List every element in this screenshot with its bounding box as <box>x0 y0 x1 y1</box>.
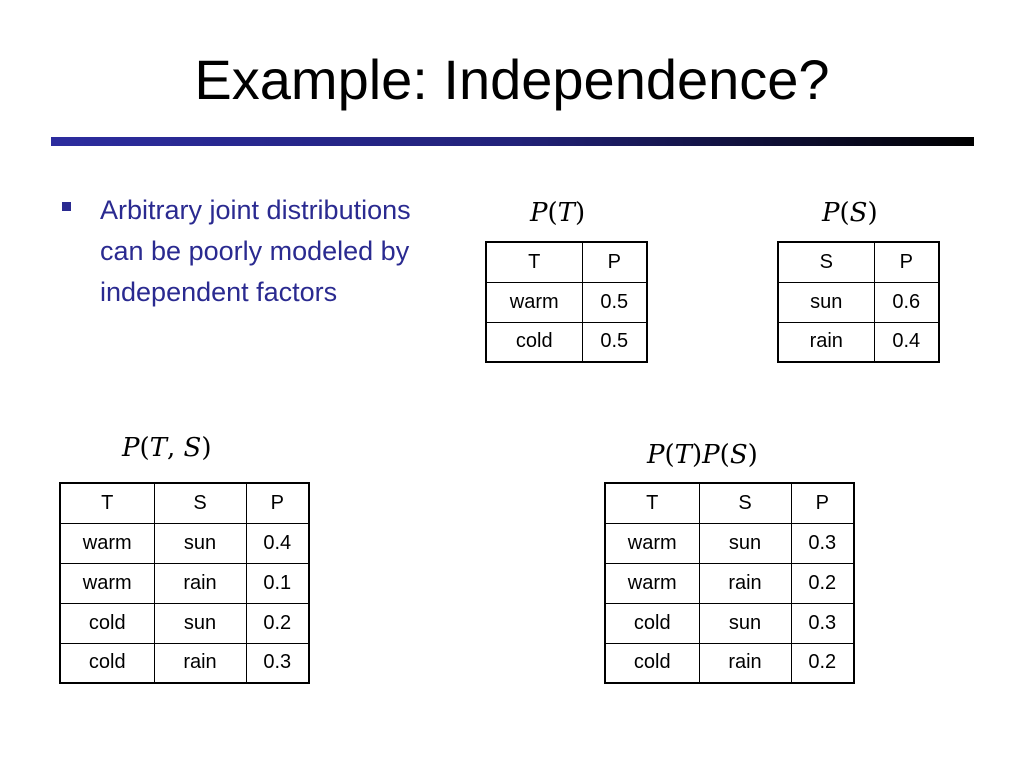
table-cell: cold <box>604 602 700 644</box>
table-cell: 0.2 <box>790 642 855 684</box>
column-header: T <box>485 241 583 283</box>
label-p-s: P(S) <box>822 198 878 228</box>
table-cell: 0.4 <box>245 522 310 564</box>
label-p-t-p-s: P(T)P(S) <box>647 440 758 470</box>
table-row: warm 0.5 <box>485 281 648 323</box>
table-cell: warm <box>604 562 700 604</box>
column-header: S <box>698 482 792 524</box>
table-row: warm sun 0.3 <box>604 522 855 564</box>
table-row: warm rain 0.2 <box>604 562 855 604</box>
table-cell: 0.3 <box>790 602 855 644</box>
column-header: P <box>790 482 855 524</box>
column-header: T <box>604 482 700 524</box>
square-bullet-icon <box>62 202 71 211</box>
table-row: warm rain 0.1 <box>59 562 310 604</box>
table-cell: cold <box>604 642 700 684</box>
column-header: T <box>59 482 155 524</box>
table-cell: cold <box>59 602 155 644</box>
table-cell: warm <box>604 522 700 564</box>
table-cell: cold <box>485 321 583 363</box>
table-cell: rain <box>153 642 247 684</box>
table-row: cold rain 0.2 <box>604 642 855 684</box>
table-cell: warm <box>59 522 155 564</box>
table-cell: 0.5 <box>581 281 648 323</box>
bullet-point: Arbitrary joint distributions can be poo… <box>62 190 422 313</box>
column-header: P <box>873 241 940 283</box>
label-p-t-s: P(T, S) <box>122 433 212 463</box>
table-cell: 0.2 <box>790 562 855 604</box>
table-row: rain 0.4 <box>777 321 940 363</box>
table-cell: cold <box>59 642 155 684</box>
table-row: cold sun 0.2 <box>59 602 310 644</box>
label-p-t: P(T) <box>530 198 586 228</box>
table-p-t-s: T S P warm sun 0.4 warm rain 0.1 cold su… <box>59 482 310 684</box>
table-header-row: T P <box>485 241 648 283</box>
table-cell: rain <box>698 562 792 604</box>
table-cell: 0.5 <box>581 321 648 363</box>
column-header: P <box>581 241 648 283</box>
table-cell: 0.3 <box>790 522 855 564</box>
table-row: cold rain 0.3 <box>59 642 310 684</box>
table-cell: 0.2 <box>245 602 310 644</box>
title-divider <box>51 137 974 146</box>
column-header: P <box>245 482 310 524</box>
table-p-t: T P warm 0.5 cold 0.5 <box>485 241 648 363</box>
table-cell: 0.1 <box>245 562 310 604</box>
table-cell: 0.3 <box>245 642 310 684</box>
table-cell: rain <box>777 321 875 363</box>
table-cell: sun <box>698 602 792 644</box>
column-header: S <box>153 482 247 524</box>
table-cell: sun <box>698 522 792 564</box>
slide-title: Example: Independence? <box>194 48 830 111</box>
table-cell: rain <box>698 642 792 684</box>
bullet-text: Arbitrary joint distributions can be poo… <box>100 195 411 307</box>
table-cell: 0.4 <box>873 321 940 363</box>
table-p-s: S P sun 0.6 rain 0.4 <box>777 241 940 363</box>
table-row: cold 0.5 <box>485 321 648 363</box>
table-header-row: T S P <box>59 482 310 524</box>
table-cell: sun <box>777 281 875 323</box>
table-cell: sun <box>153 602 247 644</box>
table-row: cold sun 0.3 <box>604 602 855 644</box>
table-row: sun 0.6 <box>777 281 940 323</box>
table-p-t-p-s: T S P warm sun 0.3 warm rain 0.2 cold su… <box>604 482 855 684</box>
table-cell: rain <box>153 562 247 604</box>
table-row: warm sun 0.4 <box>59 522 310 564</box>
table-header-row: T S P <box>604 482 855 524</box>
table-cell: sun <box>153 522 247 564</box>
table-cell: warm <box>485 281 583 323</box>
table-header-row: S P <box>777 241 940 283</box>
column-header: S <box>777 241 875 283</box>
table-cell: 0.6 <box>873 281 940 323</box>
table-cell: warm <box>59 562 155 604</box>
